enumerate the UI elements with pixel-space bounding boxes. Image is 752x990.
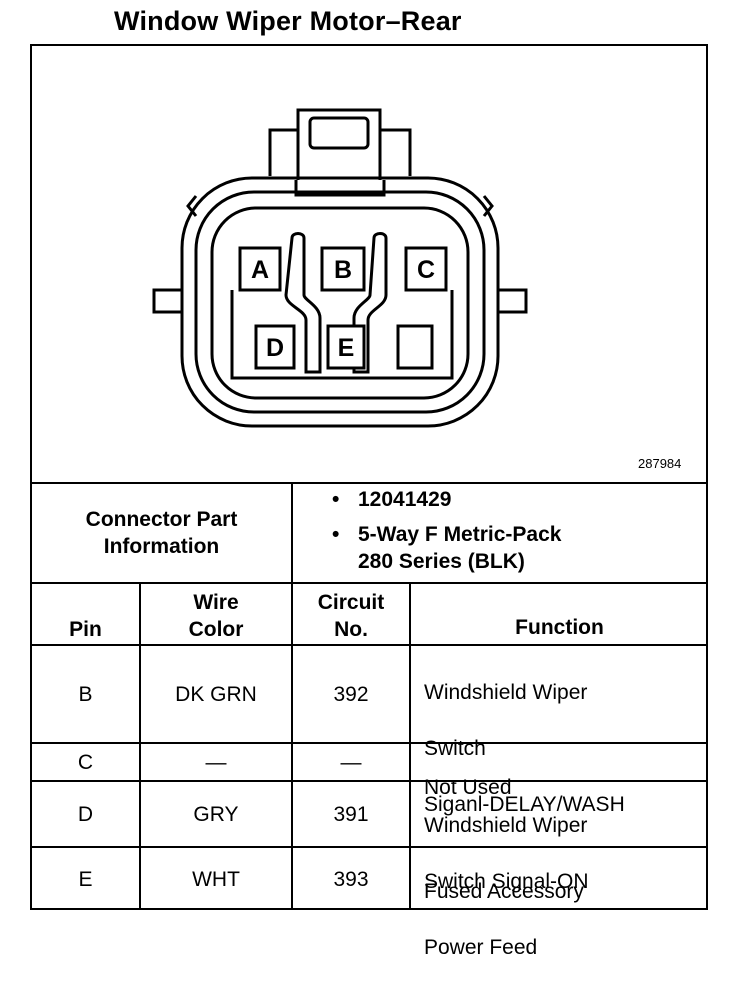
row-b-wire: DK GRN	[175, 682, 257, 706]
row-e-function-line2: Power Feed	[424, 936, 538, 959]
row-b-function-line1: Windshield Wiper	[424, 681, 588, 704]
bullet-part-number: • 12041429	[332, 486, 561, 513]
row-e-function-line1: Fused Accessory	[424, 880, 584, 903]
right-ear	[498, 288, 528, 314]
pin-d-cavity	[254, 324, 296, 370]
bullet-icon: •	[332, 523, 340, 546]
row-e-function: Fused Accessory Power Feed	[424, 850, 584, 990]
row-b-function-line3: Siganl-DELAY/WASH	[424, 793, 625, 816]
description-line2: 280 Series (BLK)	[358, 550, 525, 573]
row-d-pin: D	[77, 802, 94, 826]
figure-number: 287984	[638, 456, 682, 471]
rule-diagram-bottom	[30, 482, 708, 484]
header-wire-line1: Wire	[193, 591, 239, 614]
row-b-circuit: 392	[333, 682, 369, 706]
connector-face-drawing: A B C D E	[152, 108, 528, 428]
row-e-circuit: 393	[333, 867, 369, 891]
page-title: Window Wiper Motor–Rear	[114, 6, 462, 36]
pin-label-b: B	[334, 256, 352, 284]
pin-label-d: D	[266, 334, 284, 362]
header-circuit-line1: Circuit	[317, 591, 385, 614]
header-wire-line2: Color	[188, 618, 244, 641]
row-e-pin: E	[78, 867, 93, 891]
rule-header-bottom	[30, 644, 708, 646]
latch-tab	[308, 116, 370, 150]
connector-outer-shell	[180, 176, 500, 428]
header-function: Function	[515, 615, 604, 639]
latch-housing	[268, 108, 412, 176]
rule-info-divider	[291, 482, 293, 582]
connector-info-label-line2: Information	[103, 535, 220, 558]
divider-right	[352, 232, 388, 374]
rule-info-bottom	[30, 582, 708, 584]
header-circuit-line2: No.	[334, 618, 368, 641]
row-c-function: Not Used	[424, 746, 512, 830]
row-c-function-line1: Not Used	[424, 776, 512, 799]
bullet-icon: •	[332, 488, 340, 511]
row-c-wire: —	[205, 750, 227, 774]
bullet-description: • 5-Way F Metric-Pack	[332, 521, 561, 548]
row-d-function-line1: Windshield Wiper	[424, 814, 588, 837]
row-c-circuit: —	[340, 750, 362, 774]
description-line1: 5-Way F Metric-Pack	[358, 523, 562, 546]
pin-label-a: A	[251, 256, 269, 284]
rule-row-b-bottom	[30, 742, 708, 744]
row-b-pin: B	[78, 682, 93, 706]
diagram-frame	[30, 44, 708, 910]
rule-col-wire	[291, 582, 293, 910]
pin-label-e: E	[338, 334, 355, 362]
header-circuit-no: Circuit No.	[293, 588, 409, 644]
rule-col-circuit	[409, 582, 411, 910]
left-ear	[152, 288, 182, 314]
connector-info-details: • 12041429 • 5-Way F Metric-Pack 280 Ser…	[332, 486, 561, 575]
row-b-function: Windshield Wiper Switch Siganl-DELAY/WAS…	[424, 651, 625, 847]
connector-inner-cavity	[210, 206, 470, 400]
pin-b-cavity	[320, 246, 366, 292]
divider-left	[284, 232, 322, 374]
row-b-function-line2: Switch	[424, 737, 486, 760]
connector-info-label: Connector Part Information	[32, 484, 291, 582]
pin-e-cavity	[326, 324, 366, 370]
header-wire-color: Wire Color	[141, 588, 291, 644]
row-d-function-line2: Switch Signal-ON	[424, 870, 589, 893]
row-c-pin: C	[77, 750, 94, 774]
pin-f-cavity-empty	[396, 324, 434, 370]
row-d-circuit: 391	[333, 802, 369, 826]
rule-row-c-bottom	[30, 780, 708, 782]
rule-col-pin	[139, 582, 141, 910]
connector-diagram: A B C D E	[30, 44, 708, 482]
connector-info-label-line1: Connector Part	[85, 508, 238, 531]
part-number: 12041429	[358, 488, 452, 511]
pin-a-cavity	[238, 246, 282, 292]
row-d-wire: GRY	[193, 802, 239, 826]
row-d-function: Windshield Wiper Switch Signal-ON	[424, 784, 589, 924]
row-e-wire: WHT	[192, 867, 240, 891]
header-pin: Pin	[69, 617, 102, 641]
pin-c-cavity	[404, 246, 448, 292]
rule-row-d-bottom	[30, 846, 708, 848]
pin-label-c: C	[417, 256, 435, 284]
